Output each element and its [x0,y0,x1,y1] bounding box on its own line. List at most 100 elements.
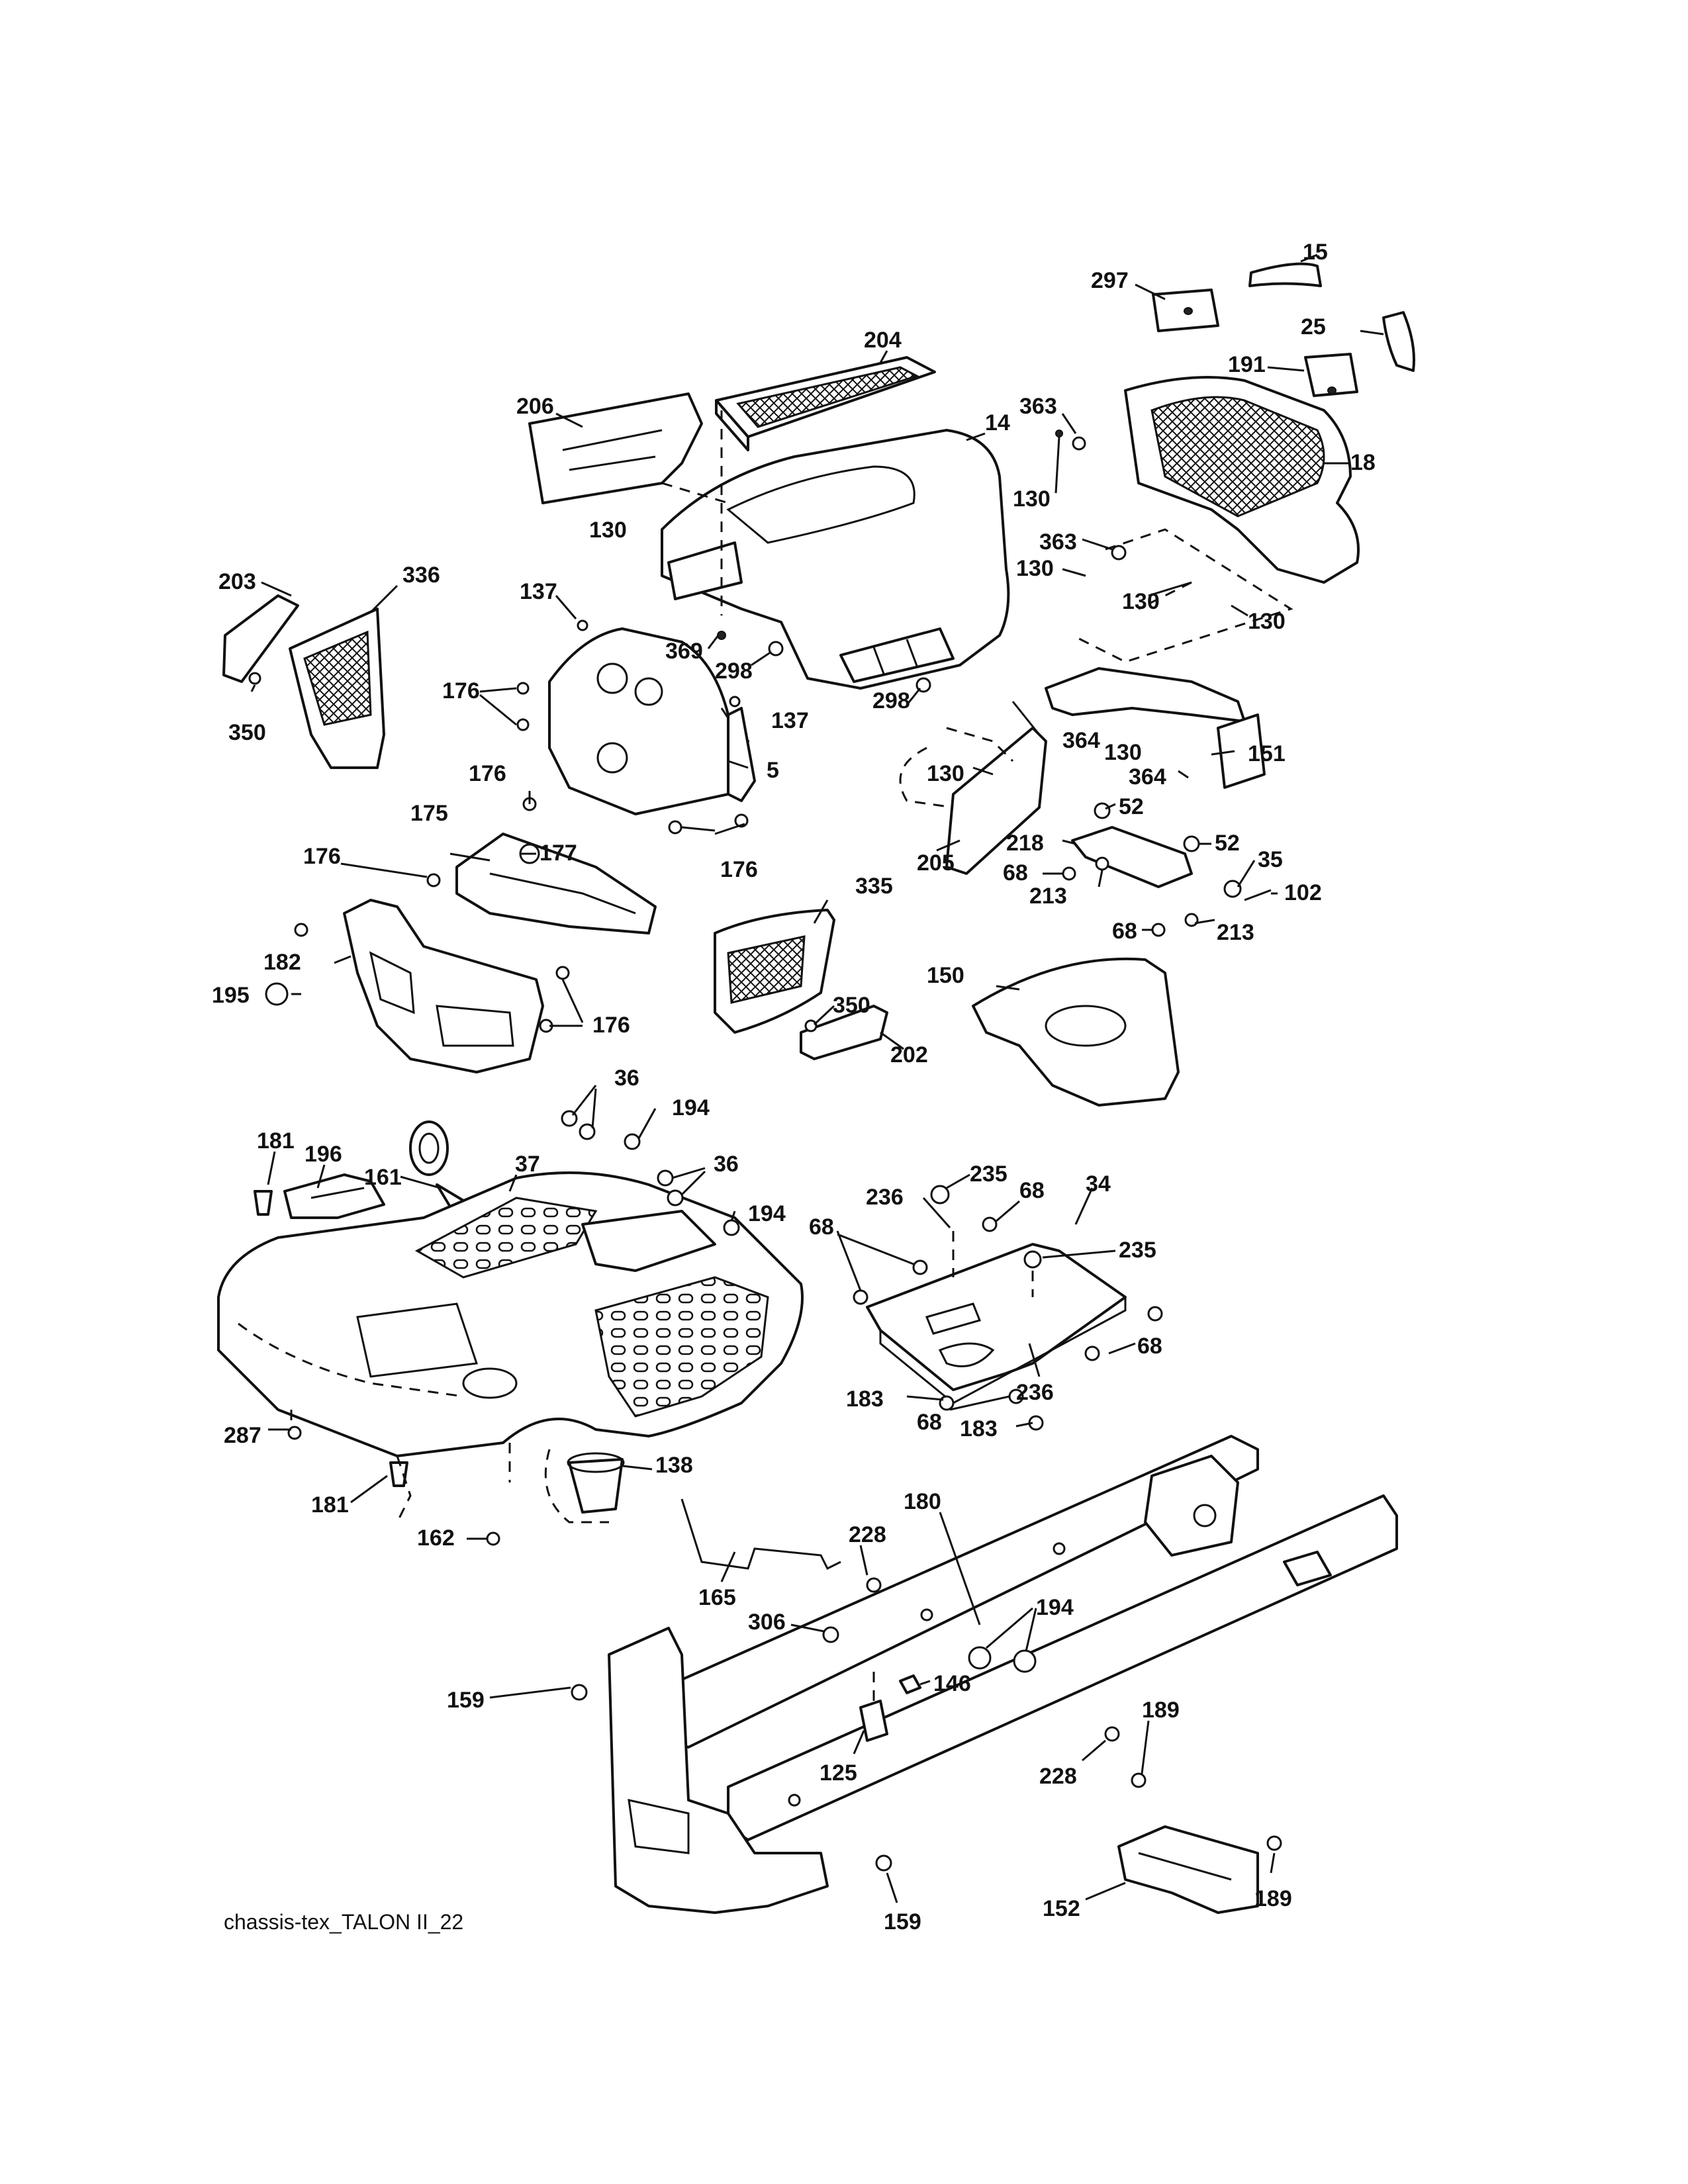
callout-189-a: 189 [1142,1698,1180,1723]
bolt-68c [982,1216,998,1232]
callout-162: 162 [417,1525,455,1551]
callout-165: 165 [698,1585,736,1610]
callout-194-c: 194 [1036,1595,1074,1620]
part-206-detail [562,429,663,471]
bolt-298a [768,641,784,657]
guide-18-bracket-2 [1138,581,1192,610]
callout-175: 175 [410,801,448,826]
callout-68-a: 68 [1003,860,1028,886]
bolt-176b [516,718,530,731]
part-195-plug [265,982,289,1006]
part-191-hole [1327,387,1336,394]
part-180-rear-block [1144,1455,1239,1557]
bolt-130a [1055,430,1063,437]
callout-181-a: 181 [257,1128,295,1154]
callout-150: 150 [927,963,964,988]
callout-191: 191 [1228,352,1266,377]
callout-152: 152 [1043,1896,1080,1921]
callout-183-a: 183 [846,1387,884,1412]
callout-218: 218 [1006,831,1044,856]
part-34-slot-1 [925,1302,982,1335]
callouts: 15 297 25 191 204 206 14 363 18 130 130 … [212,240,1376,1934]
bolt-228b [1104,1726,1120,1742]
guide-206 [661,482,729,504]
part-202-strip [800,1005,888,1060]
part-336-mesh [303,630,372,726]
bolt-36c [657,1169,674,1187]
callout-196: 196 [305,1142,342,1167]
callout-236-a: 236 [866,1185,904,1210]
callout-235-a: 235 [970,1161,1008,1187]
part-165-rod [680,1498,841,1570]
part-5-gauge-2 [634,677,663,706]
part-102-pin [1244,889,1272,901]
part-191-lens [1304,353,1358,397]
bolt-287 [287,1426,302,1440]
callout-181-b: 181 [311,1492,349,1518]
bolt-68f [1147,1306,1163,1322]
part-204-skirt [715,399,749,451]
part-152-detail [1138,1852,1232,1881]
callout-177: 177 [539,841,577,866]
bolt-176a [516,682,530,695]
bolt-162 [486,1531,500,1546]
callout-138: 138 [655,1453,693,1478]
bolt-137b [729,696,741,707]
callout-176-d: 176 [303,844,341,869]
callout-14: 14 [985,410,1010,435]
callout-159-b: 159 [884,1909,921,1934]
callout-182: 182 [263,950,301,975]
callout-137-b: 137 [771,708,809,733]
part-161-knob [409,1120,449,1176]
callout-68-f: 68 [917,1410,942,1435]
bolt-68a [1062,866,1076,881]
callout-298-a: 298 [715,659,753,684]
callout-194-a: 194 [672,1095,710,1120]
callout-176-b: 176 [469,761,506,786]
part-34-slot-2 [938,1342,995,1367]
guide-37-lower [290,1410,511,1523]
bolt-36b [579,1123,596,1140]
callout-151: 151 [1248,741,1286,766]
part-14-vent-divider-1 [872,639,918,674]
callout-161: 161 [364,1165,402,1190]
callout-206: 206 [516,394,554,419]
part-37-outline-dash [238,1322,464,1398]
callout-183-b: 183 [960,1416,998,1441]
callout-194-b: 194 [748,1201,786,1226]
callout-180: 180 [904,1489,941,1514]
callout-287: 287 [224,1423,261,1448]
callout-235-b: 235 [1119,1238,1156,1263]
diagram-caption: chassis-tex_TALON II_22 [224,1910,463,1934]
part-34-plate [866,1243,1127,1391]
guide-138 [544,1449,609,1524]
callout-130-a: 130 [589,518,627,543]
callout-102: 102 [1284,880,1322,905]
bolt-68b [1151,923,1166,937]
callout-298-b: 298 [872,688,910,713]
callout-363-a: 363 [1019,394,1057,419]
bolt-363a [1072,436,1086,451]
part-182-window-1 [369,951,415,1015]
callout-130-g: 130 [927,761,964,786]
callout-205: 205 [917,850,955,876]
part-15-trim [1248,262,1322,287]
callout-130-e: 130 [1248,609,1286,634]
callout-52-b: 52 [1215,831,1240,856]
part-5-gauge-3 [596,742,628,774]
bolt-183a [939,1395,955,1411]
part-203-strip [222,594,299,683]
part-180-hole-1 [1193,1504,1217,1527]
bolt-176g [294,923,308,937]
callout-336: 336 [402,563,440,588]
callout-35: 35 [1258,847,1283,872]
callout-364-b: 364 [1129,764,1166,790]
bolt-350b [804,1019,818,1032]
bolt-176f [426,873,441,887]
bolt-363b [1111,545,1127,561]
part-5-panel-extension [727,707,756,802]
guide-205 [899,747,954,809]
part-297-hole [1184,307,1193,315]
callout-203: 203 [218,569,256,594]
part-37-hole [462,1367,518,1399]
